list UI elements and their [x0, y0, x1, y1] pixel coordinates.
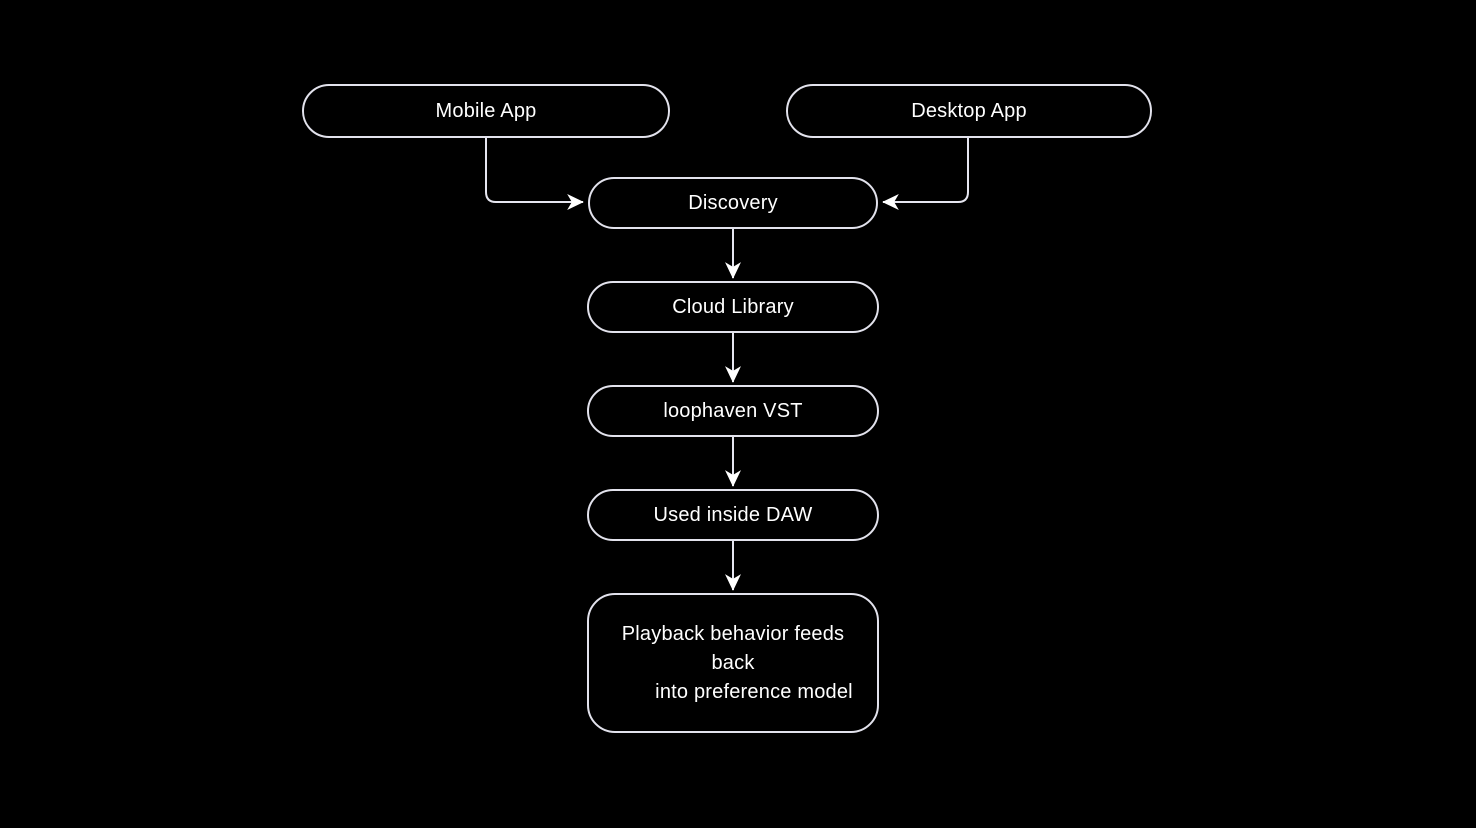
node-loophaven-vst: loophaven VST — [587, 385, 879, 437]
node-playback-feedback: Playback behavior feeds back into prefer… — [587, 593, 879, 733]
node-cloud-library-label: Cloud Library — [672, 295, 794, 318]
edge-mobile-app-to-discovery — [485, 138, 584, 210]
node-mobile-app-label: Mobile App — [435, 99, 537, 122]
node-discovery-label: Discovery — [688, 191, 778, 214]
node-loophaven-vst-label: loophaven VST — [663, 399, 803, 422]
node-desktop-app: Desktop App — [786, 84, 1152, 138]
node-cloud-library: Cloud Library — [587, 281, 879, 333]
node-playback-feedback-line3: into preference model — [655, 680, 853, 703]
node-playback-feedback-line1: Playback behavior feeds — [621, 622, 845, 645]
node-used-inside-daw: Used inside DAW — [587, 489, 879, 541]
node-desktop-app-label: Desktop App — [911, 99, 1027, 122]
node-playback-feedback-line2: back — [711, 651, 755, 674]
node-discovery: Discovery — [588, 177, 878, 229]
node-mobile-app: Mobile App — [302, 84, 670, 138]
edge-desktop-app-to-discovery — [882, 138, 969, 210]
node-used-inside-daw-label: Used inside DAW — [653, 503, 813, 526]
